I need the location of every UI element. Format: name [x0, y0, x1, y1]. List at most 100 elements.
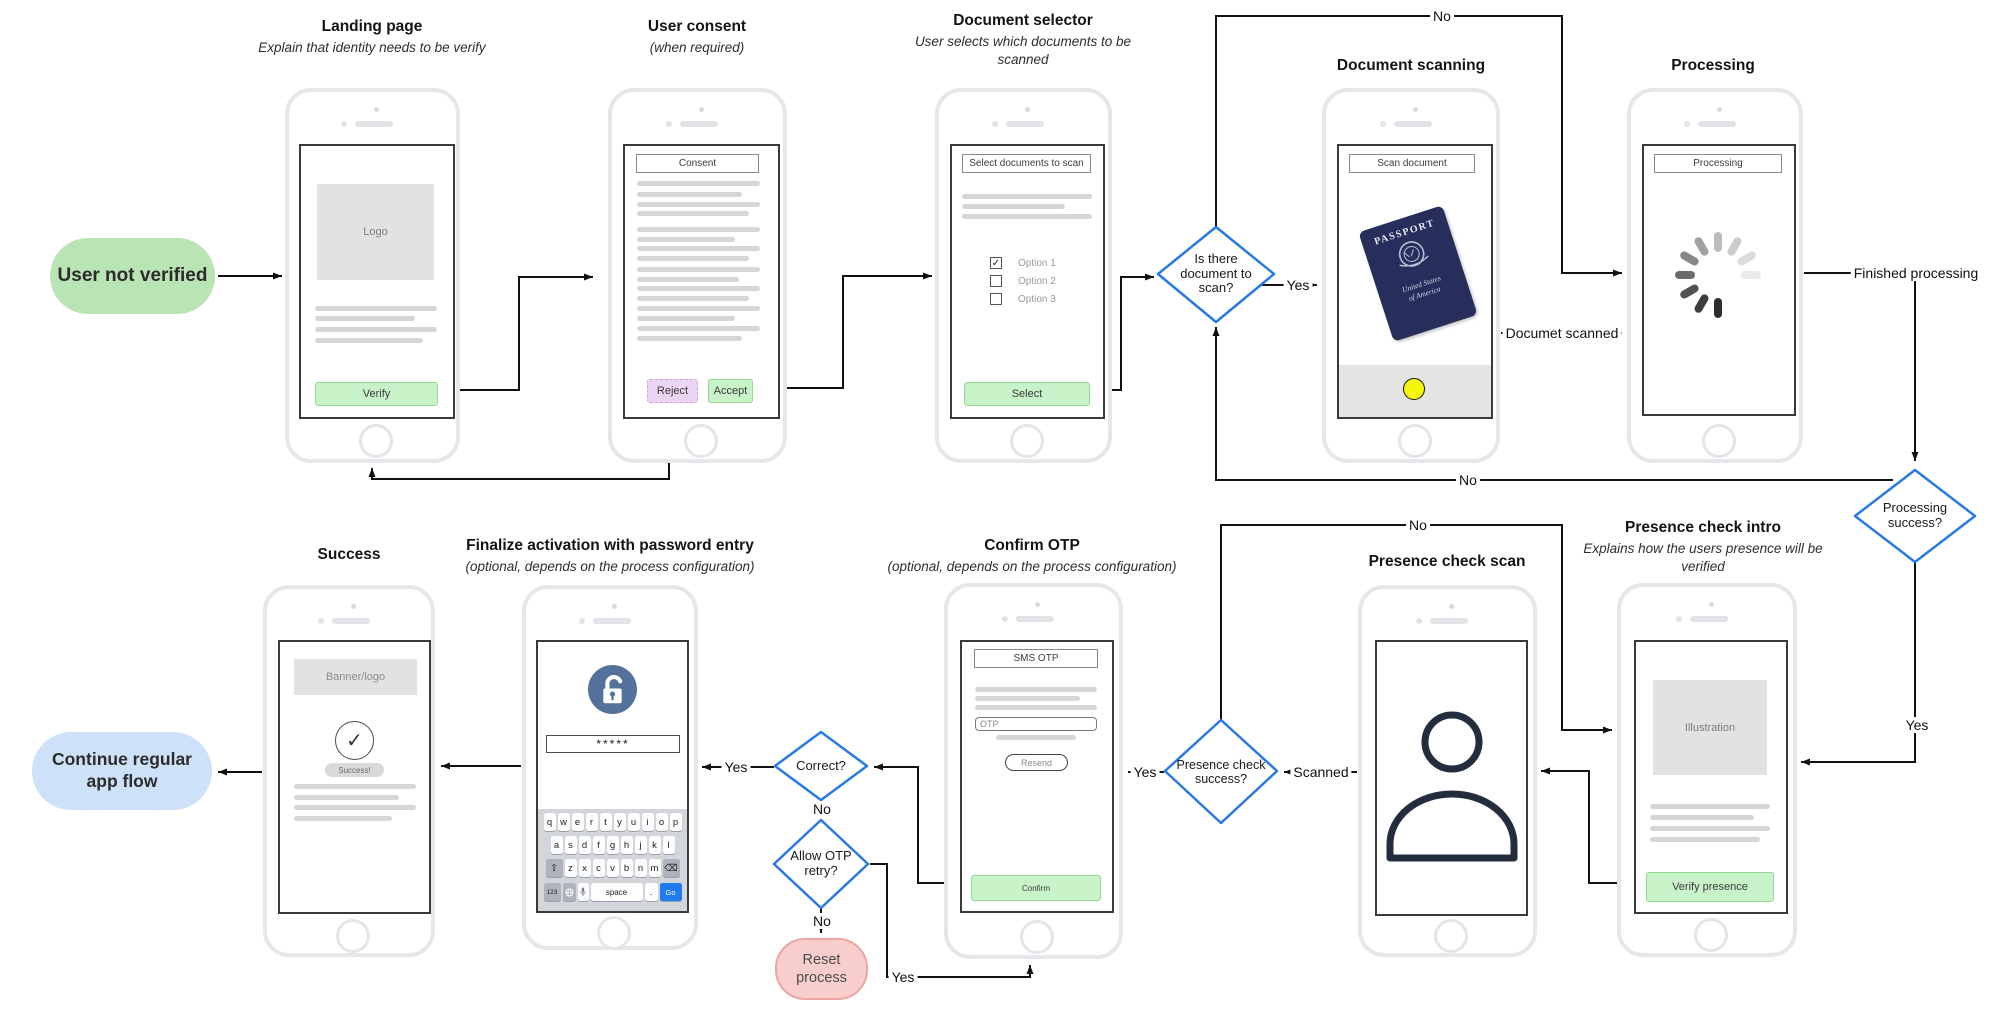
key-r[interactable]: r [585, 813, 598, 831]
document-selector-screen: Select documents to scan ✓ Option 1 Opti… [950, 144, 1105, 419]
decision-presence-success [1163, 718, 1279, 825]
phone-document-scanning: Scan document PASSPORT United States of … [1322, 88, 1500, 463]
key-p[interactable]: p [669, 813, 682, 831]
key-k[interactable]: k [648, 836, 661, 854]
decision-otp-correct-label: Correct? [796, 757, 846, 773]
verify-presence-button[interactable]: Verify presence [1646, 872, 1774, 902]
reject-button[interactable]: Reject [647, 379, 698, 403]
landing-screen: Logo Verify [299, 144, 455, 419]
home-button[interactable] [1010, 424, 1044, 458]
key-v[interactable]: v [606, 859, 619, 877]
speaker-icon [1430, 618, 1468, 624]
key-t[interactable]: t [599, 813, 612, 831]
key-e[interactable]: e [571, 813, 584, 831]
home-button[interactable] [1020, 920, 1054, 954]
home-button[interactable] [359, 424, 393, 458]
home-button[interactable] [684, 424, 718, 458]
home-button[interactable] [1398, 424, 1432, 458]
shift-key[interactable]: ⇧ [545, 859, 563, 877]
space-key[interactable]: space [590, 883, 643, 901]
placeholder-line [315, 316, 415, 321]
home-button[interactable] [597, 916, 631, 950]
period-key[interactable]: . [644, 883, 658, 901]
checkbox-checked-icon[interactable]: ✓ [990, 257, 1002, 269]
title-presence-check-intro: Presence check intro Explains how the us… [1583, 519, 1823, 574]
key-j[interactable]: j [634, 836, 647, 854]
title-landing-page: Landing page Explain that identity needs… [258, 18, 486, 55]
key-u[interactable]: u [627, 813, 640, 831]
phone-consent: Consent Reject Accept [608, 88, 787, 463]
decision-doc-to-scan [1156, 225, 1276, 324]
key-n[interactable]: n [634, 859, 647, 877]
checkbox-empty-icon[interactable] [990, 275, 1002, 287]
edge-label-no: No [1430, 8, 1454, 24]
phone-processing: Processing [1627, 88, 1803, 463]
key-w[interactable]: w [557, 813, 570, 831]
key-h[interactable]: h [620, 836, 633, 854]
speaker-icon [355, 121, 393, 127]
sms-otp-header: SMS OTP [974, 649, 1098, 668]
key-o[interactable]: o [655, 813, 668, 831]
key-c[interactable]: c [592, 859, 605, 877]
numbers-key[interactable]: 123 [543, 883, 561, 901]
placeholder-line [975, 705, 1097, 710]
placeholder-line [637, 326, 760, 331]
processing-header: Processing [1654, 154, 1782, 173]
shutter-button[interactable] [1403, 378, 1425, 400]
mic-key[interactable] [577, 883, 589, 901]
key-d[interactable]: d [578, 836, 591, 854]
key-a[interactable]: a [550, 836, 563, 854]
key-y[interactable]: y [613, 813, 626, 831]
backspace-key[interactable]: ⌫ [662, 859, 680, 877]
edge-label-yes: Yes [1283, 277, 1313, 293]
home-button[interactable] [336, 919, 370, 953]
globe-icon [564, 887, 574, 897]
key-x[interactable]: x [578, 859, 591, 877]
select-button[interactable]: Select [964, 382, 1090, 406]
home-button[interactable] [1434, 919, 1468, 953]
key-i[interactable]: i [641, 813, 654, 831]
password-value: ***** [596, 737, 630, 751]
consent-screen: Consent Reject Accept [623, 144, 780, 419]
placeholder-line [294, 805, 416, 810]
key-s[interactable]: s [564, 836, 577, 854]
speaker-icon [1690, 616, 1728, 622]
placeholder-line [637, 202, 760, 207]
go-key[interactable]: Go [659, 883, 682, 901]
placeholder-line [637, 181, 760, 186]
key-l[interactable]: l [662, 836, 675, 854]
accept-button[interactable]: Accept [708, 379, 753, 403]
otp-input[interactable]: OTP [975, 717, 1097, 731]
speaker-icon [1698, 121, 1736, 127]
placeholder-line [294, 795, 399, 800]
placeholder-line [637, 246, 760, 251]
home-button[interactable] [1694, 918, 1728, 952]
password-input[interactable]: ***** [546, 735, 680, 753]
globe-key[interactable] [562, 883, 576, 901]
resend-button[interactable]: Resend [1005, 754, 1068, 771]
verify-button[interactable]: Verify [315, 382, 438, 406]
edge-label-yes: Yes [1130, 764, 1160, 780]
confirm-button[interactable]: Confirm [971, 875, 1101, 901]
title-confirm-otp: Confirm OTP (optional, depends on the pr… [887, 537, 1177, 574]
speaker-icon [332, 618, 370, 624]
key-m[interactable]: m [648, 859, 661, 877]
document-scanning-screen: Scan document PASSPORT United States of … [1337, 144, 1493, 419]
key-f[interactable]: f [592, 836, 605, 854]
title-user-consent: User consent (when required) [647, 18, 747, 55]
key-q[interactable]: q [543, 813, 556, 831]
home-button[interactable] [1702, 424, 1736, 458]
placeholder-line [637, 267, 760, 272]
placeholder-line [1650, 837, 1760, 842]
placeholder-line [637, 277, 739, 282]
checkbox-empty-icon[interactable] [990, 293, 1002, 305]
presence-scan-screen [1375, 640, 1528, 916]
success-badge: Success! [325, 763, 384, 777]
key-b[interactable]: b [620, 859, 633, 877]
placeholder-line [637, 256, 749, 261]
banner-logo-placeholder: Banner/logo [294, 659, 417, 695]
option-2-label: Option 2 [1018, 275, 1056, 287]
key-z[interactable]: z [564, 859, 577, 877]
edge-label-no: No [1456, 472, 1480, 488]
key-g[interactable]: g [606, 836, 619, 854]
